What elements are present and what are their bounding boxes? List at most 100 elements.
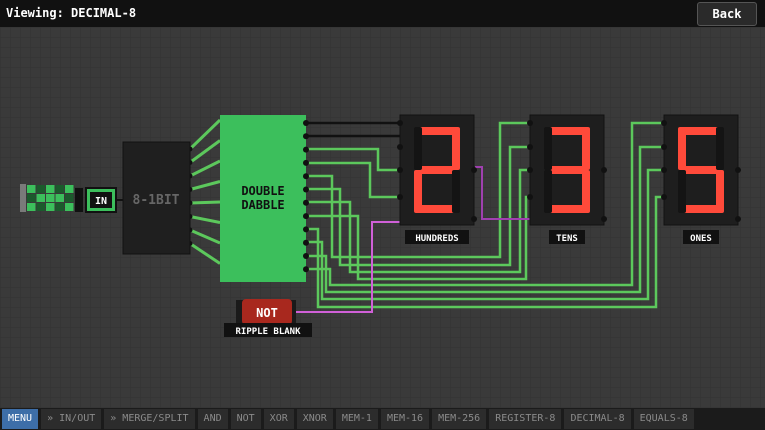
dabble-output-pin: [303, 133, 309, 140]
input-switch-cell[interactable]: [36, 185, 46, 193]
seven-segment-displays: HUNDREDS TENS ONES: [397, 114, 741, 244]
dabble-output-pin: [303, 199, 309, 206]
input-switch-bank[interactable]: [20, 184, 83, 212]
input-switch-cell[interactable]: [55, 203, 65, 211]
segment-a: [418, 127, 456, 135]
taskbar-item-mem-256[interactable]: MEM-256: [432, 409, 487, 429]
converter-output-wire: [189, 242, 221, 265]
display-tens[interactable]: TENS: [527, 114, 607, 244]
input-bank-cap: [75, 188, 83, 212]
converter-output-wire: [189, 139, 221, 164]
dabble-output-pin: [303, 173, 309, 180]
output-wire: [306, 121, 664, 287]
converter-label: 8-1BIT: [133, 193, 180, 208]
output-wire: [306, 145, 664, 294]
dabble-output-pin: [303, 226, 309, 233]
input-switch-cell[interactable]: [46, 185, 55, 193]
segment-f: [414, 127, 422, 170]
input-switch-cell[interactable]: [55, 194, 65, 202]
converter-output-wire: [189, 200, 221, 205]
segment-g: [418, 166, 456, 174]
taskbar-item-equals-8[interactable]: EQUALS-8: [633, 409, 694, 429]
input-pin[interactable]: IN: [85, 187, 117, 213]
input-switch-cell[interactable]: [65, 203, 74, 211]
top-bar: Viewing: DECIMAL-8 Back: [0, 0, 765, 27]
segment-d: [418, 205, 456, 213]
converter-output-wire: [189, 228, 221, 245]
input-switch-cell[interactable]: [65, 194, 74, 202]
input-switch-cell[interactable]: [36, 203, 46, 211]
output-wire: [306, 168, 530, 274]
segment-f: [678, 127, 686, 170]
output-wires: [306, 121, 664, 309]
converter-output-wire: [189, 159, 221, 178]
taskbar-item-decimal-8[interactable]: DECIMAL-8: [564, 409, 631, 429]
double-dabble-block[interactable]: DOUBLE DABBLE: [220, 115, 306, 282]
input-switch-cell[interactable]: [27, 203, 36, 211]
display-label: HUNDREDS: [415, 234, 458, 244]
ripple-blank-tag: RIPPLE BLANK: [224, 323, 312, 337]
display-label-tag: [683, 230, 719, 244]
segment-b: [716, 127, 724, 170]
input-bank-edge: [20, 184, 26, 212]
converter-8-1bit[interactable]: 8-1BIT: [122, 141, 191, 255]
segment-a: [548, 127, 586, 135]
output-wire: [306, 145, 530, 267]
converter-output-wire: [188, 118, 222, 151]
taskbar-item-not[interactable]: NOT: [230, 409, 261, 429]
input-switch-cell[interactable]: [46, 194, 55, 202]
taskbar-item-mem-1[interactable]: MEM-1: [335, 409, 378, 429]
segment-c: [452, 170, 460, 213]
ripple-chain-wire: [475, 166, 530, 220]
output-wire: [306, 161, 400, 199]
input-switch-cell[interactable]: [27, 194, 36, 202]
taskbar-item-xnor[interactable]: XNOR: [296, 409, 333, 429]
dabble-output-pin: [303, 186, 309, 193]
taskbar-item-menu[interactable]: MENU: [2, 409, 39, 429]
input-switch-cell[interactable]: [46, 203, 55, 211]
converter-output-wire: [189, 215, 221, 224]
display-hundreds[interactable]: HUNDREDS: [397, 114, 477, 244]
not-gate[interactable]: NOT: [236, 299, 296, 325]
output-wire: [306, 147, 400, 172]
display-ones[interactable]: ONES: [661, 114, 741, 244]
converter-output-wire: [189, 180, 221, 191]
back-button[interactable]: Back: [697, 2, 757, 26]
taskbar-item-in-out[interactable]: » IN/OUT: [41, 409, 102, 429]
input-switch-cell[interactable]: [65, 185, 74, 193]
display-label: ONES: [690, 234, 712, 244]
input-switch-cell[interactable]: [27, 185, 36, 193]
segment-c: [716, 170, 724, 213]
not-label: NOT: [256, 306, 278, 320]
dabble-output-pin: [303, 120, 309, 126]
segment-a: [682, 127, 720, 135]
ripple-blank-label: RIPPLE BLANK: [235, 327, 301, 337]
taskbar-item-merge-split[interactable]: » MERGE/SPLIT: [104, 409, 195, 429]
ripple-blank-wire: [296, 221, 400, 313]
dabble-output-pin: [303, 213, 309, 220]
output-wire: [306, 195, 664, 309]
segment-b: [582, 127, 590, 170]
dabble-output-pin: [303, 266, 309, 273]
segment-e: [678, 170, 686, 213]
dabble-output-pin: [303, 159, 309, 166]
segment-b: [452, 127, 460, 170]
input-switch-cell[interactable]: [55, 185, 65, 193]
dabble-pins: [303, 120, 309, 273]
taskbar-item-mem-16[interactable]: MEM-16: [380, 409, 430, 429]
output-wire: [306, 195, 530, 281]
input-switch-cell[interactable]: [36, 194, 46, 202]
segment-c: [582, 170, 590, 213]
taskbar-item-xor[interactable]: XOR: [263, 409, 294, 429]
display-label: TENS: [556, 234, 578, 244]
page-title: Viewing: DECIMAL-8: [6, 6, 137, 20]
segment-g: [548, 166, 586, 174]
taskbar-item-and[interactable]: AND: [197, 409, 228, 429]
display-label-tag: [549, 230, 585, 244]
circuit-canvas[interactable]: IN 8-1BIT DOUBLE DABBLE NOT RIPPLE BLANK…: [0, 27, 765, 408]
segment-f: [544, 127, 552, 170]
segment-e: [414, 170, 422, 213]
input-label: IN: [95, 196, 107, 207]
taskbar-item-register-8[interactable]: REGISTER-8: [489, 409, 562, 429]
